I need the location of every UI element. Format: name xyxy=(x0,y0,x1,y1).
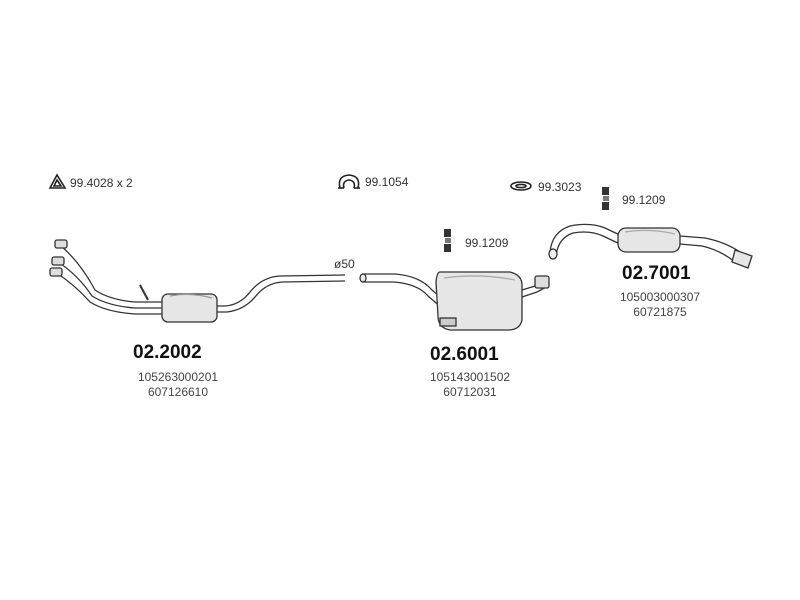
part-number: 02.2002 xyxy=(133,342,202,363)
rubber-ring-icon xyxy=(510,181,532,191)
hanger-icon xyxy=(602,187,609,210)
diameter-label: ø50 xyxy=(334,257,355,271)
oem-code: 607126610 xyxy=(147,385,209,399)
u-clamp-icon xyxy=(338,174,360,189)
accessory-ref: 99.1209 xyxy=(465,236,509,250)
clamp-ring-icon xyxy=(48,173,67,189)
accessory-ref: 99.3023 xyxy=(538,180,582,194)
oem-code: 105143001502 xyxy=(429,370,511,384)
oem-code: 60721875 xyxy=(633,305,687,319)
front-pipe-assembly xyxy=(49,239,346,323)
oem-code: 105263000201 xyxy=(137,370,219,384)
accessory-ref: 99.1209 xyxy=(622,193,666,207)
part-number: 02.7001 xyxy=(622,263,691,284)
part-number: 02.6001 xyxy=(430,344,499,365)
hanger-icon xyxy=(444,229,451,252)
oem-code: 60712031 xyxy=(443,385,497,399)
part-code-block: 105263000201 607126610 xyxy=(128,370,228,400)
oem-code: 105003000307 xyxy=(619,290,701,304)
rear-muffler-assembly xyxy=(548,223,753,269)
center-muffler-assembly xyxy=(359,271,550,331)
part-code-block: 105143001502 60712031 xyxy=(415,370,525,400)
accessory-ref: 99.4028 x 2 xyxy=(70,176,133,190)
accessory-ref: 99.1054 xyxy=(365,175,409,189)
part-code-block: 105003000307 60721875 xyxy=(605,290,715,320)
